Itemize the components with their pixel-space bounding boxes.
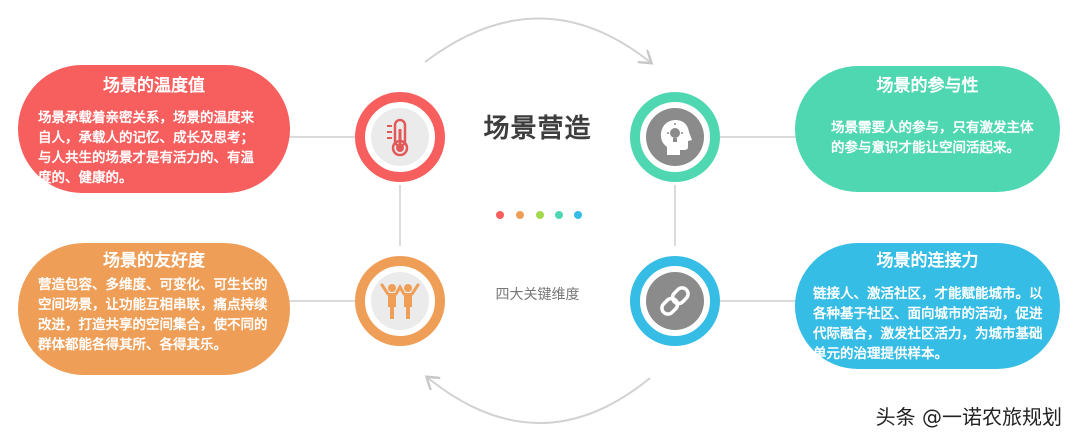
card-text: 营造包容、多维度、可变化、可生长的空间场景，让功能互相串联，痛点持续改进，打造共… bbox=[38, 277, 268, 353]
diagram-subtitle: 四大关键维度 bbox=[495, 287, 580, 303]
connectivity-icon-circle bbox=[630, 256, 720, 346]
card-title: 场景的友好度 bbox=[103, 251, 205, 271]
lightbulb-head-icon bbox=[660, 120, 692, 155]
card-title: 场景的连接力 bbox=[876, 251, 979, 271]
card-title: 场景的温度值 bbox=[103, 76, 205, 96]
color-dot bbox=[574, 211, 582, 219]
participation-icon-circle bbox=[630, 92, 720, 182]
temperature-icon-circle bbox=[355, 92, 445, 182]
card-participation: 场景的参与性 场景需要人的参与，只有激发主体的参与意识才能让空间活起来。 bbox=[795, 66, 1060, 192]
color-dot bbox=[536, 211, 544, 219]
color-dot bbox=[496, 211, 504, 219]
card-temperature: 场景的温度值 场景承载着亲密关系，场景的温度来自人，承载人的记忆、成长及思考；与… bbox=[18, 65, 290, 193]
bottom-arc-arrow bbox=[428, 378, 651, 424]
diagram-title: 场景营造 bbox=[483, 114, 592, 144]
thermometer-icon bbox=[387, 118, 409, 157]
card-text: 场景需要人的参与，只有激发主体的参与意识才能让空间活起来。 bbox=[831, 120, 1034, 156]
card-connectivity: 场景的连接力 链接人、激活社区，才能赋能城市。以各种基于社区、面向城市的活动，促… bbox=[795, 243, 1060, 369]
color-dot bbox=[516, 211, 524, 219]
top-arc-arrow bbox=[424, 17, 650, 63]
card-text: 场景承载着亲密关系，场景的温度来自人，承载人的记忆、成长及思考；与人共生的场景才… bbox=[38, 110, 254, 186]
link-icon bbox=[660, 286, 690, 316]
watermark: 头条 @一诺农旅规划 bbox=[875, 405, 1062, 429]
card-text: 链接人、激活社区，才能赋能城市。以各种基于社区、面向城市的活动，促进代际融合，激… bbox=[813, 286, 1043, 362]
friendliness-icon-circle bbox=[355, 256, 445, 346]
card-friendliness: 场景的友好度 营造包容、多维度、可变化、可生长的空间场景，让功能互相串联，痛点持… bbox=[18, 243, 290, 375]
color-dot bbox=[555, 211, 563, 219]
card-title: 场景的参与性 bbox=[876, 76, 979, 96]
people-icon bbox=[380, 283, 420, 319]
